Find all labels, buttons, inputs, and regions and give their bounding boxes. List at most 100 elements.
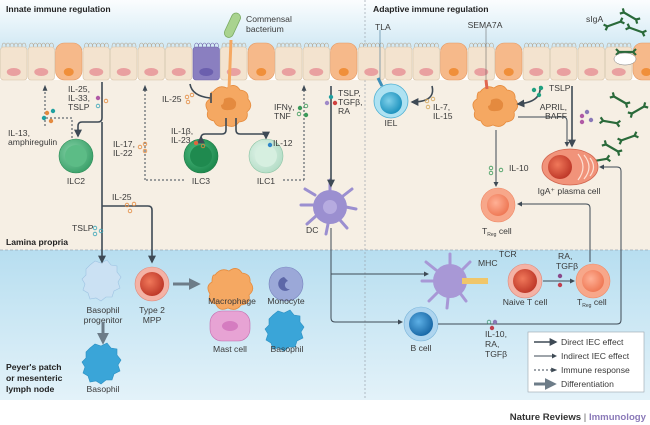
lamina-propria-label: Lamina propria	[6, 237, 68, 247]
journal-name: Nature Reviews	[509, 412, 582, 423]
cell-nucleus	[116, 68, 131, 76]
iel-label: IEL	[385, 118, 398, 128]
cytokine-dot	[44, 110, 50, 116]
arrow-il25-to-ilc2	[74, 82, 103, 138]
cytokine-dot	[489, 325, 495, 331]
cytokine-dot	[303, 103, 309, 109]
cell-nucleus	[391, 68, 406, 76]
arrow-bcell-to-plasma	[438, 164, 622, 325]
siga-molecule	[601, 140, 623, 156]
cytokine-dot	[95, 95, 101, 101]
legend-indirect: Indirect IEC effect	[561, 351, 630, 361]
basophil-right-label: Basophil	[271, 344, 304, 354]
legend: Direct IEC effect Indirect IEC effect Im…	[527, 331, 645, 393]
microvilli	[84, 42, 109, 48]
microvilli	[111, 42, 137, 48]
cytokine-dot	[297, 105, 303, 111]
arrow-mac-to-ilc3	[197, 118, 227, 144]
legend-immune-response: Immune response	[561, 365, 630, 375]
basophil-progenitor-cell	[81, 259, 122, 302]
microvilli	[139, 42, 164, 48]
cytokine-dot	[200, 143, 206, 149]
cell-nucleus	[6, 68, 21, 76]
cell-nucleus	[448, 68, 459, 76]
tslp-left-label: TSLP	[72, 223, 94, 233]
monocyte-label: Monocyte	[267, 296, 304, 306]
ilc2-cell	[58, 138, 94, 174]
cytokine-dot	[124, 202, 130, 208]
cell-nucleus	[584, 68, 599, 76]
mhc-tcr-synapse	[462, 278, 488, 284]
arrow-treg-to-treg	[517, 201, 591, 262]
cytokine-dot	[131, 201, 137, 207]
cytokine-dot	[488, 165, 494, 171]
cytokine-dot	[92, 231, 98, 237]
cell-nucleus	[256, 68, 267, 76]
tla-label: TLA	[375, 22, 391, 32]
arrow-dc-to-bcell	[330, 274, 403, 325]
basophil-cell-right	[264, 309, 305, 352]
siga-molecule	[627, 102, 649, 118]
treg-cell-bottom	[575, 263, 611, 299]
cytokine-dot	[531, 87, 537, 93]
tslp-tgfb-ra-label: TSLP,TGFβ,RA	[338, 88, 363, 116]
siga-molecules	[589, 8, 649, 166]
cytokine-dot	[486, 319, 492, 325]
goblet-cell	[247, 42, 275, 81]
macrophage-label: Macrophage	[208, 296, 256, 306]
ilc1-cell	[248, 138, 284, 174]
arrow-il25-inhibit	[189, 83, 211, 99]
lymph-dendritic-cell	[420, 252, 472, 310]
arrow-mac-to-ilc1	[235, 118, 270, 140]
microvilli	[359, 42, 384, 48]
mast-cell	[209, 310, 251, 342]
cytokine-dot	[588, 117, 594, 123]
il1b-il23-label: IL-1β,IL-23	[171, 126, 193, 145]
cell-nucleus	[419, 68, 434, 76]
b-cell	[403, 306, 439, 342]
cytokine-dot	[92, 225, 98, 231]
microvilli	[579, 42, 604, 48]
il13-label: IL-13,amphiregulin	[8, 128, 57, 147]
cytokine-dot	[48, 118, 54, 124]
microvilli	[1, 42, 27, 48]
microvilli	[276, 42, 302, 48]
cytokine-dot	[103, 98, 109, 104]
microvilli	[469, 42, 494, 48]
cytokine-dot	[538, 85, 544, 91]
il12-label: IL-12	[273, 138, 293, 148]
cell-nucleus	[144, 68, 159, 76]
cytokine-dot	[557, 273, 563, 279]
cytokine-dot	[303, 112, 309, 118]
macrophage-dendrite	[227, 39, 233, 91]
mhc-label: MHC	[478, 258, 498, 268]
credit-separator: |	[581, 412, 589, 423]
basophil-left-label: Basophil	[87, 384, 120, 394]
cytokine-dot	[424, 98, 430, 104]
cell-nucleus	[611, 68, 626, 76]
ilc1-label: ILC1	[257, 176, 275, 186]
siga-molecule	[625, 23, 647, 37]
siga-molecule	[619, 8, 641, 24]
il17-il22-label: IL-17,IL-22	[113, 139, 135, 158]
microvilli	[166, 42, 192, 48]
mast-cell-label: Mast cell	[213, 344, 247, 354]
iel-cell	[373, 77, 409, 119]
cytokine-dot	[142, 148, 148, 154]
il25-top-label: IL-25	[162, 94, 182, 104]
cell-nucleus	[89, 68, 104, 76]
macrophage-lymph	[207, 268, 254, 310]
cytokine-dot	[98, 228, 104, 234]
microvilli	[29, 42, 54, 48]
microvilli	[524, 42, 549, 48]
plasma-cell-label: IgA⁺ plasma cell	[538, 186, 601, 196]
treg-bottom-label: TReg cell	[577, 297, 607, 309]
credit-line: Nature Reviews | Immunology	[510, 412, 646, 423]
epithelial-layer	[0, 42, 650, 81]
siga-molecule	[609, 92, 631, 108]
ilc3-cell	[183, 138, 219, 174]
tcr-label: TCR	[499, 249, 517, 259]
microvilli	[414, 42, 439, 48]
